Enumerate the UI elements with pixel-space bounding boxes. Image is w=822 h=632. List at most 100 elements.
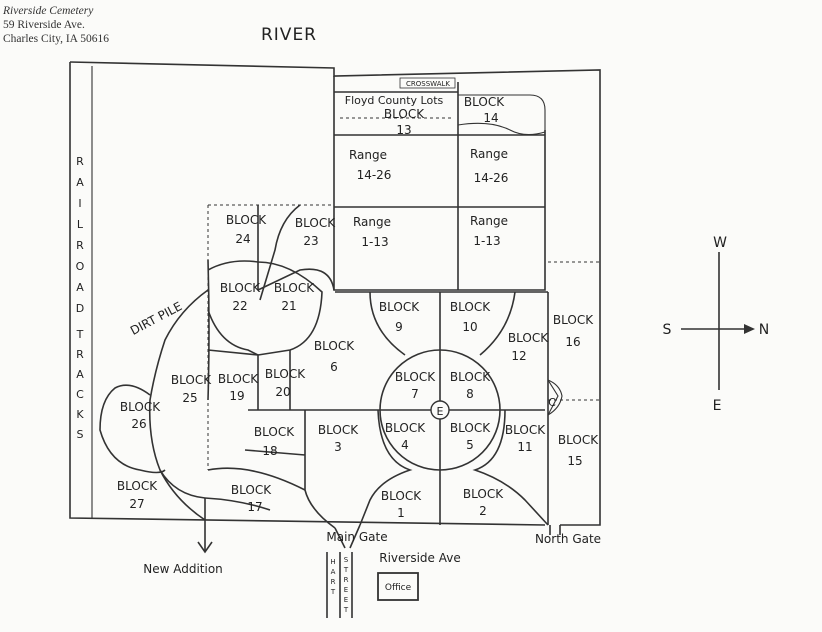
block-8: BLOCK 8 — [450, 370, 491, 401]
block-11: BLOCK 11 — [505, 423, 546, 454]
svg-text:13: 13 — [396, 123, 411, 137]
railroad-l: L — [77, 218, 84, 231]
compass-north: N — [759, 322, 769, 338]
dashed-section-lines — [207, 204, 600, 470]
railroad-r: R — [76, 155, 84, 168]
svg-text:BLOCK: BLOCK — [120, 400, 161, 414]
tracks-t: T — [76, 328, 84, 341]
tracks-c: C — [76, 388, 84, 401]
railroad-a: A — [76, 176, 84, 189]
compass-west: W — [713, 235, 727, 251]
dirt-pile-label: DIRT PILE — [128, 299, 184, 338]
svg-text:Range: Range — [349, 148, 387, 162]
block-14: BLOCK 14 — [464, 95, 505, 125]
svg-text:E: E — [344, 586, 348, 594]
block-13: BLOCK 13 — [384, 107, 425, 137]
center-circle-marker — [430, 400, 450, 420]
svg-text:BLOCK: BLOCK — [464, 95, 505, 109]
svg-text:BLOCK: BLOCK — [274, 281, 315, 295]
svg-text:3: 3 — [334, 440, 342, 454]
riverside-ave-label: Riverside Ave — [379, 551, 460, 565]
svg-text:BLOCK: BLOCK — [505, 423, 546, 437]
svg-text:BLOCK: BLOCK — [171, 373, 212, 387]
svg-text:BLOCK: BLOCK — [384, 107, 425, 121]
gate-lines — [334, 524, 561, 549]
north-gate-label: North Gate — [535, 532, 601, 546]
svg-text:23: 23 — [303, 234, 318, 248]
block-7: BLOCK 7 — [395, 370, 436, 401]
railroad-d: D — [76, 302, 84, 315]
svg-text:BLOCK: BLOCK — [450, 421, 491, 435]
svg-text:A: A — [331, 568, 336, 576]
center-e-label: E — [437, 405, 444, 418]
svg-text:8: 8 — [466, 387, 474, 401]
svg-text:BLOCK: BLOCK — [450, 300, 491, 314]
svg-text:16: 16 — [565, 335, 580, 349]
tracks-r: R — [76, 348, 84, 361]
office-label: Office — [385, 583, 412, 593]
railroad-i: I — [78, 197, 81, 210]
svg-text:BLOCK: BLOCK — [553, 313, 594, 327]
svg-text:BLOCK: BLOCK — [379, 300, 420, 314]
svg-text:12: 12 — [511, 349, 526, 363]
svg-text:Range: Range — [470, 214, 508, 228]
svg-text:19: 19 — [229, 389, 244, 403]
svg-text:BLOCK: BLOCK — [231, 483, 272, 497]
railroad-o: O — [76, 260, 85, 273]
city-state-zip: Charles City, IA 50616 — [3, 33, 109, 45]
svg-text:14-26: 14-26 — [474, 171, 509, 185]
svg-text:T: T — [343, 606, 349, 614]
svg-text:7: 7 — [411, 387, 419, 401]
tracks-k: K — [76, 408, 84, 421]
street-address: 59 Riverside Ave. — [3, 19, 85, 31]
svg-text:S: S — [344, 556, 349, 564]
compass-arrow-icon — [744, 324, 755, 334]
hart-street — [326, 552, 353, 618]
svg-text:BLOCK: BLOCK — [295, 216, 336, 230]
svg-text:BLOCK: BLOCK — [220, 281, 261, 295]
svg-text:1-13: 1-13 — [473, 234, 500, 248]
svg-text:14: 14 — [483, 111, 498, 125]
svg-text:BLOCK: BLOCK — [381, 489, 422, 503]
svg-text:11: 11 — [517, 440, 532, 454]
svg-text:20: 20 — [275, 385, 290, 399]
svg-text:26: 26 — [131, 417, 146, 431]
svg-text:BLOCK: BLOCK — [254, 425, 295, 439]
main-gate-label: Main Gate — [326, 530, 387, 544]
svg-text:1-13: 1-13 — [361, 235, 388, 249]
cemetery-name: Riverside Cemetery — [3, 5, 94, 17]
railroad-tracks-label: R A I L R O A D T R A C K S — [76, 155, 85, 441]
compass-south: S — [663, 322, 672, 338]
svg-text:27: 27 — [129, 497, 144, 511]
cemetery-address: Riverside Cemetery 59 Riverside Ave. Cha… — [3, 4, 109, 46]
svg-text:BLOCK: BLOCK — [395, 370, 436, 384]
svg-text:6: 6 — [330, 360, 338, 374]
block-12: BLOCK 12 — [508, 331, 549, 363]
new-addition-label: New Addition — [143, 562, 223, 576]
river-label: RIVER — [261, 25, 317, 45]
marker-c-label: C — [548, 396, 556, 409]
svg-text:BLOCK: BLOCK — [450, 370, 491, 384]
svg-text:BLOCK: BLOCK — [508, 331, 549, 345]
svg-text:T: T — [343, 566, 349, 574]
svg-text:24: 24 — [235, 232, 250, 246]
railroad-a2: A — [76, 281, 84, 294]
tracks-s: S — [77, 428, 84, 441]
svg-text:BLOCK: BLOCK — [117, 479, 158, 493]
west-blocks-outline — [99, 259, 271, 554]
floyd-county-lots-label: Floyd County Lots — [345, 94, 444, 107]
block-26: BLOCK 26 — [120, 400, 161, 431]
